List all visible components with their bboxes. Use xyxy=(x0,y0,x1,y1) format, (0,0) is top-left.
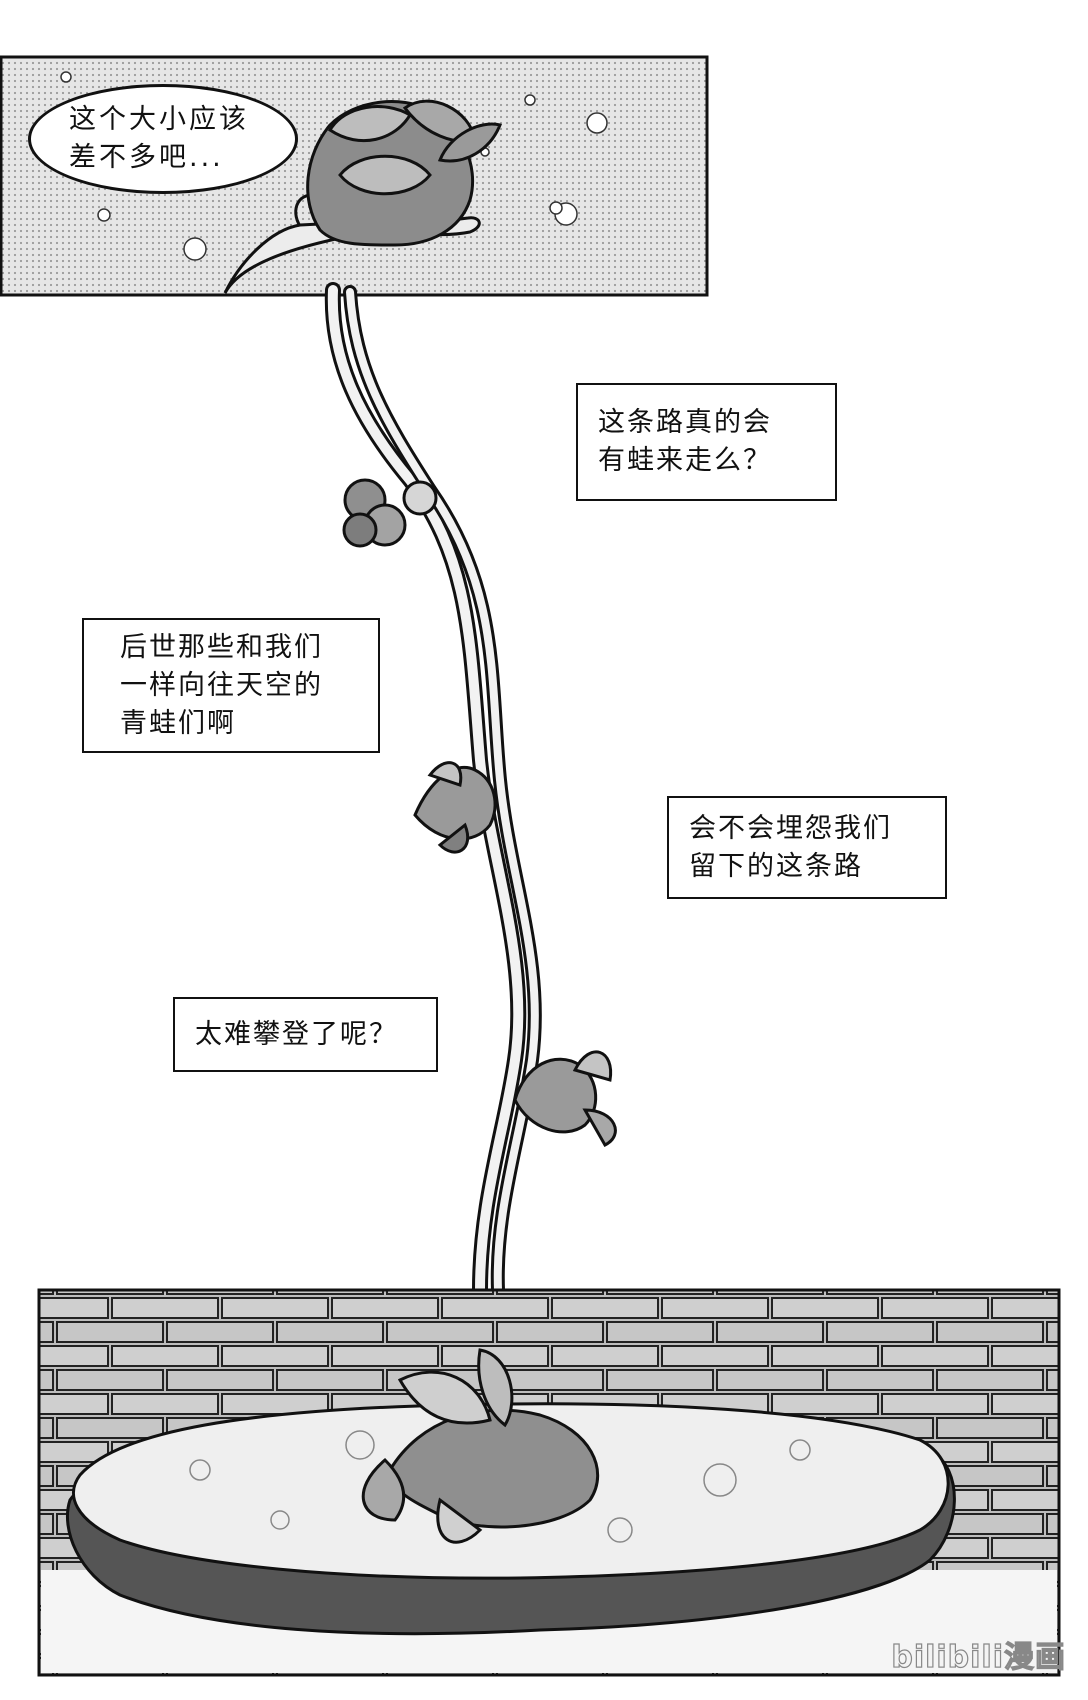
caption-line: 后世那些和我们 xyxy=(120,631,323,663)
vine-flowers xyxy=(342,478,617,1147)
caption-box: 会不会埋怨我们 留下的这条路 xyxy=(667,796,947,899)
caption-line: 这条路真的会 xyxy=(598,407,772,438)
caption-line: 一样向往天空的 xyxy=(120,669,323,701)
caption-line: 会不会埋怨我们 xyxy=(689,812,892,844)
caption-box: 太难攀登了呢？ xyxy=(173,997,438,1072)
bottom-panel xyxy=(37,1288,1061,1677)
caption-line: 留下的这条路 xyxy=(689,850,863,882)
watermark-logo: bilibili漫画 xyxy=(891,1639,1066,1675)
speech-bubble: 这个大小应该 差不多吧... xyxy=(28,84,298,194)
speech-line: 这个大小应该 xyxy=(69,104,249,135)
caption-box: 后世那些和我们 一样向往天空的 青蛙们啊 xyxy=(82,618,380,753)
caption-box: 这条路真的会 有蛙来走么？ xyxy=(576,383,837,501)
caption-line: 青蛙们啊 xyxy=(120,707,236,739)
caption-line: 太难攀登了呢？ xyxy=(195,1018,398,1050)
speech-line: 差不多吧... xyxy=(69,142,224,173)
caption-line: 有蛙来走么？ xyxy=(598,445,772,476)
